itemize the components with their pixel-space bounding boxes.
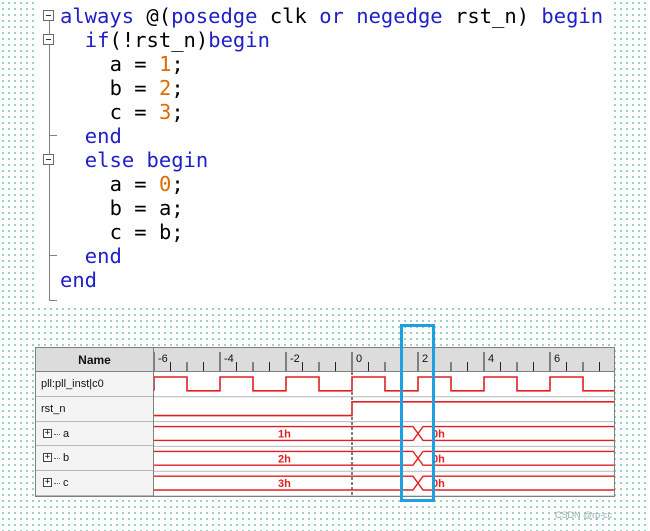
code-keyword: posedge: [171, 4, 258, 28]
code-text: @(: [134, 4, 172, 28]
watermark: CSDN @rp-cc: [555, 510, 613, 520]
code-keyword: if: [84, 28, 110, 52]
code-line[interactable]: end: [60, 268, 97, 292]
code-keyword: always: [60, 4, 135, 28]
signal-name: a: [63, 427, 70, 440]
code-text: (!rst_n): [109, 28, 209, 52]
fold-end-marker: [49, 300, 57, 301]
signal-row[interactable]: +a: [36, 422, 153, 447]
code-text: [344, 4, 356, 28]
code-number: 3: [158, 100, 172, 124]
bus-waveform: [154, 450, 614, 466]
time-tick-label: -2: [290, 353, 300, 365]
code-text: c = b;: [109, 220, 184, 244]
signal-row[interactable]: rst_n: [36, 397, 153, 422]
time-tick-label: 6: [554, 353, 560, 365]
fold-end-marker: [49, 255, 57, 256]
code-keyword: or: [319, 4, 344, 28]
code-keyword: end: [60, 268, 98, 292]
signal-name: b: [63, 452, 70, 465]
signal-row[interactable]: pll:pll_inst|c0: [36, 372, 153, 397]
code-line[interactable]: b = a;: [110, 196, 184, 220]
code-editor: always @(posedge clk or negedge rst_n) b…: [36, 0, 614, 306]
time-tick-label: 2: [422, 353, 428, 365]
code-line[interactable]: always @(posedge clk or negedge rst_n) b…: [60, 4, 603, 28]
code-text: b =: [109, 76, 159, 100]
signal-row[interactable]: +b: [36, 446, 153, 472]
code-keyword: negedge: [356, 4, 443, 28]
code-text: [134, 148, 146, 172]
collapse-if-block-icon[interactable]: [43, 34, 54, 45]
expand-bus-icon[interactable]: +: [43, 427, 52, 438]
code-keyword: begin: [208, 28, 270, 52]
code-text: ;: [171, 76, 184, 100]
fold-end-marker: [49, 135, 57, 136]
fold-guide-line: [49, 165, 50, 300]
code-line[interactable]: a = 0;: [110, 172, 184, 196]
time-tick-label: 4: [488, 353, 494, 365]
code-keyword: begin: [146, 148, 209, 172]
code-text: rst_n): [442, 4, 542, 28]
fold-guide-line: [49, 21, 50, 34]
code-number: 1: [158, 52, 172, 76]
code-text: a =: [109, 52, 159, 76]
bus-value-before: 1h: [278, 429, 291, 441]
code-line[interactable]: end: [85, 124, 122, 148]
clock-waveform: [154, 376, 614, 392]
bus-value-before: 3h: [278, 478, 291, 490]
code-line[interactable]: c = 3;: [110, 100, 184, 124]
fold-guide-line: [49, 45, 50, 154]
tree-connector: [54, 433, 60, 436]
tree-connector: [54, 458, 60, 460]
code-keyword: end: [84, 124, 122, 148]
collapse-else-block-icon[interactable]: [43, 154, 54, 165]
code-line[interactable]: end: [85, 244, 122, 268]
signal-name: rst_n: [41, 402, 66, 415]
time-tick-label: 0: [356, 353, 362, 365]
bus-value-before: 2h: [278, 453, 291, 465]
code-line[interactable]: if(!rst_n)begin: [85, 28, 270, 52]
code-text: b = a;: [109, 196, 184, 220]
code-text: ;: [171, 52, 184, 76]
collapse-always-block-icon[interactable]: [43, 10, 54, 21]
code-line[interactable]: b = 2;: [110, 76, 184, 100]
code-number: 0: [158, 172, 172, 196]
bus-value-after: 0h: [432, 453, 445, 465]
code-number: 2: [158, 76, 172, 100]
time-tick-label: -6: [158, 353, 168, 365]
name-column-header[interactable]: Name: [36, 348, 153, 372]
code-text: c =: [109, 100, 159, 124]
code-line[interactable]: c = b;: [110, 220, 184, 244]
time-tick-label: -4: [224, 353, 234, 365]
time-marker-highlight: [400, 324, 435, 502]
waveform-area[interactable]: -6-4-2024681h0h2h0h3h0h: [154, 348, 614, 496]
time-ruler-bg: [154, 348, 614, 372]
code-text: ;: [171, 172, 184, 196]
expand-bus-icon[interactable]: +: [43, 452, 52, 463]
bus-waveform: [154, 475, 614, 491]
reset-waveform: [154, 401, 614, 417]
code-text: clk: [257, 4, 320, 28]
code-line[interactable]: a = 1;: [110, 52, 184, 76]
bus-waveform: [154, 425, 614, 442]
signal-row[interactable]: +c: [36, 471, 153, 496]
bus-value-after: 0h: [432, 429, 445, 441]
expand-bus-icon[interactable]: +: [43, 477, 52, 488]
code-keyword: end: [84, 244, 122, 268]
code-keyword: else: [84, 148, 135, 172]
code-line[interactable]: else begin: [85, 148, 208, 172]
tree-connector: [54, 483, 60, 485]
code-keyword: begin: [541, 4, 604, 28]
code-text: ;: [171, 100, 184, 124]
signal-name: pll:pll_inst|c0: [41, 378, 104, 390]
signal-name: c: [63, 477, 69, 490]
bus-value-after: 0h: [432, 478, 445, 490]
code-text: a =: [109, 172, 159, 196]
